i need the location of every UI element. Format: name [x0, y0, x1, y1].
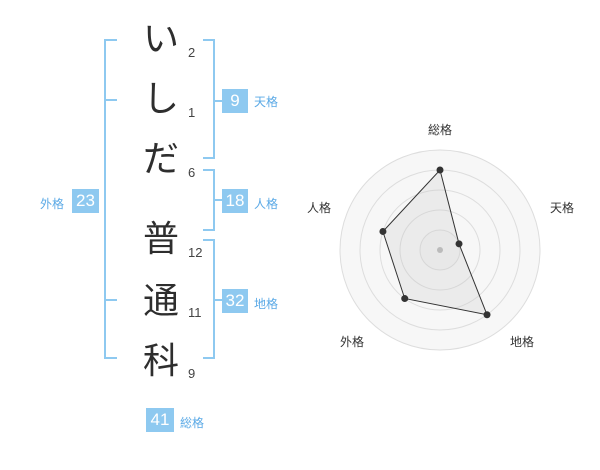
name-char-1: い — [142, 19, 179, 60]
jinkaku-label: 人格 — [254, 197, 279, 211]
radar-points — [379, 166, 491, 319]
name-char-5: 通 — [142, 281, 179, 322]
radar-axis-label-chikaku: 地格 — [510, 335, 535, 349]
stroke-count-4: 12 — [188, 245, 203, 260]
gaikaku-value: 23 — [72, 189, 99, 213]
stroke-count-1: 2 — [188, 45, 196, 60]
radar-point-3 — [401, 295, 409, 303]
radar-axis-label-soukaku: 総格 — [428, 123, 453, 137]
gaikaku-bracket — [104, 39, 117, 359]
radar-center-dot — [437, 247, 443, 253]
gaikaku-label: 外格 — [40, 197, 65, 211]
stroke-count-3: 6 — [188, 165, 196, 180]
radar-axis-label-tenkaku: 天格 — [550, 201, 575, 215]
name-char-6: 科 — [142, 341, 179, 382]
chikaku-label: 地格 — [254, 297, 279, 311]
radar-ring-5 — [339, 149, 541, 351]
name-char-2: し — [142, 79, 179, 120]
radar-axis-label-jinkaku: 人格 — [307, 201, 332, 215]
radar-point-2 — [483, 311, 491, 319]
soukaku-value: 41 — [146, 408, 174, 432]
stroke-count-5: 11 — [188, 305, 202, 320]
jinkaku-value: 18 — [222, 189, 248, 213]
radar-ring-2 — [399, 209, 481, 291]
stroke-count-2: 1 — [188, 105, 196, 120]
radar-axis-label-gaikaku: 外格 — [340, 335, 365, 349]
radar-point-0 — [436, 166, 444, 174]
radar-point-4 — [379, 227, 387, 235]
radar-point-1 — [455, 240, 463, 248]
tenkaku-bracket — [203, 39, 215, 159]
chikaku-value: 32 — [222, 289, 248, 313]
stroke-count-6: 9 — [188, 366, 196, 381]
radar-ring-3 — [379, 189, 501, 311]
radar-polygon — [382, 168, 488, 316]
tenkaku-value: 9 — [222, 89, 248, 113]
name-char-4: 普 — [142, 219, 179, 260]
tenkaku-label: 天格 — [254, 95, 279, 109]
soukaku-label: 総格 — [180, 416, 205, 430]
name-char-3: だ — [142, 139, 179, 180]
